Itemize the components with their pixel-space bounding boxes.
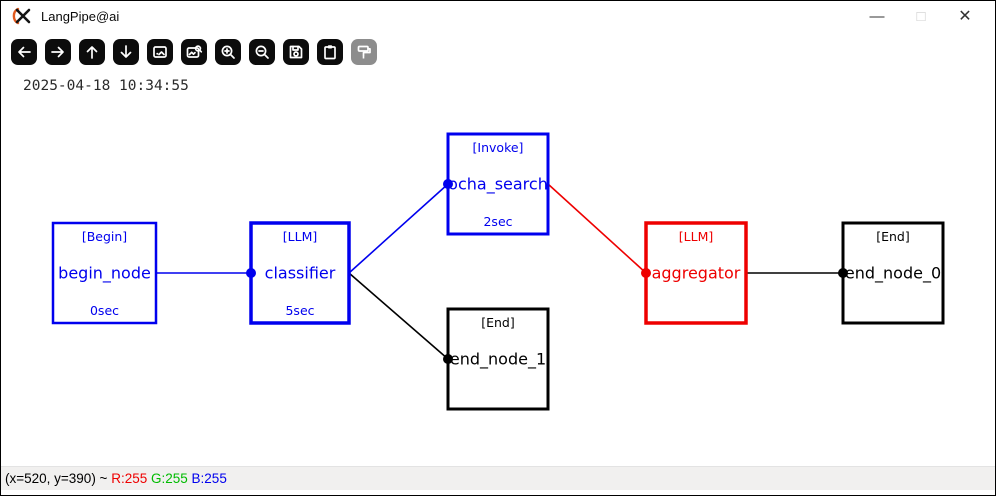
node-box[interactable] [644, 221, 748, 325]
node-type-label: [End] [481, 315, 515, 330]
input-port-ocha_search [443, 179, 453, 189]
node-begin_node[interactable]: [Begin] begin_node 0sec [51, 221, 158, 325]
node-box[interactable] [51, 221, 158, 325]
node-duration: 5sec [285, 303, 314, 318]
node-name: aggregator [652, 264, 741, 283]
node-box[interactable] [446, 307, 550, 411]
node-type-label: [End] [876, 229, 910, 244]
minimize-button[interactable]: — [869, 7, 885, 25]
paint-button[interactable] [351, 39, 377, 65]
input-port-classifier [246, 268, 256, 278]
save-button[interactable] [283, 39, 309, 65]
edge-ocha_search-to-aggregator [547, 183, 647, 274]
forward-button[interactable] [45, 39, 71, 65]
node-box[interactable] [841, 221, 945, 325]
down-button[interactable] [113, 39, 139, 65]
zoom-out-button[interactable] [249, 39, 275, 65]
node-type-label: [LLM] [283, 229, 317, 244]
arrow-up-icon [86, 46, 98, 59]
node-name: end_node_1 [450, 350, 546, 370]
maximize-button[interactable]: □ [916, 7, 926, 25]
node-classifier[interactable]: [LLM] classifier 5sec [249, 221, 351, 325]
statusbar: (x=520, y=390) ~ R:255 G:255 B:255 [1, 466, 995, 490]
input-port-end_node_1 [443, 354, 453, 364]
title-bar[interactable]: LangPipe@ai — □ ✕ [1, 1, 995, 31]
node-name: begin_node [58, 264, 151, 284]
edge-classifier-to-end_node_1 [348, 272, 449, 360]
node-name: ocha_search [448, 175, 548, 195]
back-button[interactable] [11, 39, 37, 65]
arrow-right-icon [51, 46, 64, 58]
save-icon [289, 45, 303, 59]
node-duration: 2sec [483, 214, 512, 229]
zoom-in-button[interactable] [215, 39, 241, 65]
statusbar-segment: (x=520, y=390) ~ [5, 471, 112, 486]
zoom-out-icon [255, 45, 269, 59]
node-duration: 0sec [90, 303, 119, 318]
node-ocha_search[interactable]: [Invoke] ocha_search 2sec [446, 132, 550, 236]
timestamp-label: 2025-04-18 10:34:55 [23, 78, 189, 94]
node-end_node_1[interactable]: [End] end_node_1 [446, 307, 550, 411]
image-preview-button[interactable] [181, 39, 207, 65]
image-search-icon [186, 45, 203, 58]
input-port-aggregator [641, 268, 651, 278]
statusbar-segment: G:255 [151, 471, 188, 486]
paint-roller-icon [357, 45, 371, 59]
window-title: LangPipe@ai [41, 8, 120, 24]
clipboard-button[interactable] [317, 39, 343, 65]
node-type-label: [Invoke] [473, 140, 524, 155]
node-box[interactable] [446, 132, 550, 236]
input-port-end_node_0 [838, 268, 848, 278]
close-button[interactable]: ✕ [958, 8, 972, 25]
node-aggregator[interactable]: [LLM] aggregator [644, 221, 748, 325]
window-controls: — □ ✕ [855, 2, 987, 30]
clipboard-icon [324, 45, 336, 60]
toolbar [11, 39, 377, 65]
arrow-left-icon [18, 46, 31, 58]
statusbar-text: (x=520, y=390) ~ R:255 G:255 B:255 [5, 471, 227, 486]
zoom-in-icon [221, 45, 235, 59]
arrow-down-icon [120, 45, 132, 58]
node-end_node_0[interactable]: [End] end_node_0 [841, 221, 945, 325]
edge-classifier-to-ocha_search [348, 183, 449, 274]
image-icon [153, 46, 167, 58]
app-logo-icon [9, 6, 35, 26]
statusbar-segment: B:255 [191, 471, 227, 486]
node-name: end_node_0 [845, 264, 941, 284]
statusbar-segment: R:255 [111, 471, 148, 486]
node-type-label: [LLM] [679, 229, 713, 244]
up-button[interactable] [79, 39, 105, 65]
node-type-label: [Begin] [82, 229, 127, 244]
image-button[interactable] [147, 39, 173, 65]
node-name: classifier [265, 264, 336, 283]
